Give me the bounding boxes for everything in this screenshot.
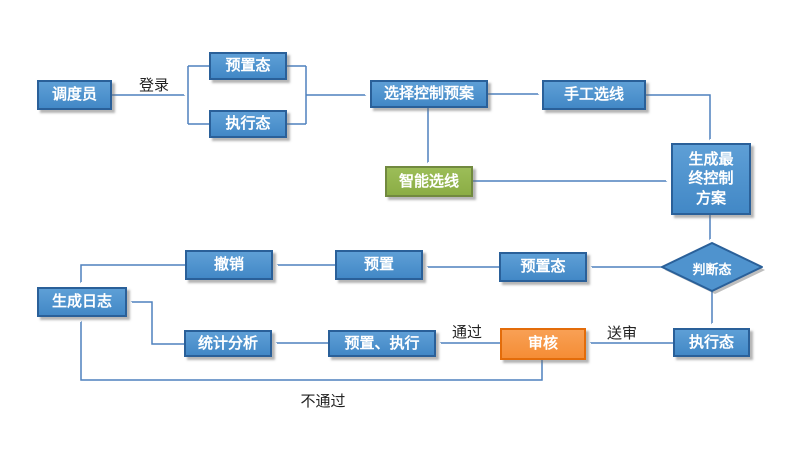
node-dispatcher: 调度员 bbox=[37, 80, 112, 110]
node-preset-exec: 预置、执行 bbox=[328, 330, 436, 357]
diamond-judge-state bbox=[661, 242, 763, 292]
node-review: 审核 bbox=[500, 328, 586, 360]
node-final-plan: 生成最终控制方案 bbox=[671, 143, 751, 215]
node-gen-log: 生成日志 bbox=[37, 287, 127, 317]
edge-label-submit-review: 送审 bbox=[606, 326, 637, 342]
node-select-plan: 选择控制预案 bbox=[370, 80, 488, 108]
node-preset-state-top: 预置态 bbox=[209, 52, 287, 80]
node-judge-state-label: 判断态 bbox=[692, 262, 732, 277]
edge-label-pass: 通过 bbox=[451, 325, 482, 341]
edge-label-fail: 不通过 bbox=[300, 394, 346, 410]
node-smart-line: 智能选线 bbox=[385, 166, 473, 197]
node-stat-analysis: 统计分析 bbox=[184, 330, 272, 357]
node-revoke: 撤销 bbox=[185, 250, 273, 280]
node-exec-state-top: 执行态 bbox=[209, 110, 287, 138]
node-exec-state-bottom: 执行态 bbox=[673, 328, 750, 357]
node-preset-state-mid: 预置态 bbox=[499, 252, 587, 282]
node-preset: 预置 bbox=[335, 250, 423, 280]
node-manual-line: 手工选线 bbox=[542, 80, 646, 110]
edge-label-login: 登录 bbox=[138, 78, 169, 94]
